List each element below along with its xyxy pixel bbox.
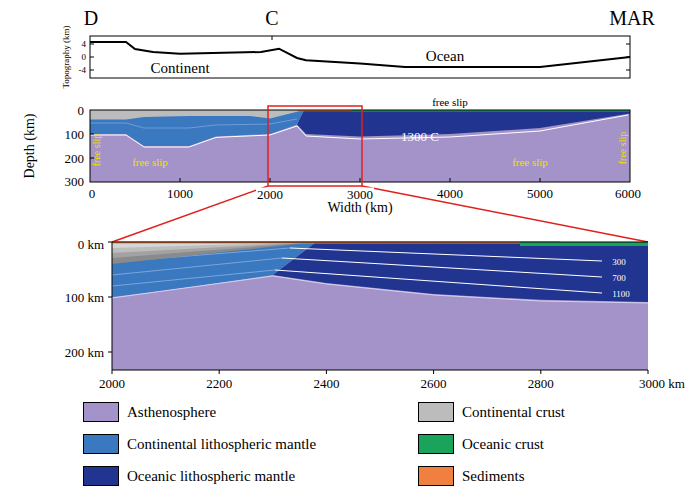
legend-row: Asthenosphere [83, 402, 216, 422]
tick-label: 100 km [65, 291, 104, 304]
isotherm-label: 1300 C [401, 130, 439, 143]
legend-text: Continental crust [462, 404, 565, 421]
axis-title: Depth (km) [23, 114, 37, 179]
legend-swatch [418, 434, 454, 454]
tick-label: 2800 [528, 377, 554, 390]
tick-label: 300 [65, 175, 85, 188]
isotherm-label: 700 [612, 274, 626, 283]
legend-text: Asthenosphere [127, 404, 216, 421]
legend-row: Oceanic lithospheric mantle [83, 466, 295, 486]
legend-text: Oceanic crust [462, 436, 544, 453]
tick-label: 1000 [166, 187, 194, 200]
tick-label: 2600 [421, 377, 447, 390]
tick-label: 2400 [313, 377, 339, 390]
tick-label: 5000 [526, 187, 554, 200]
legend-text: Sediments [462, 468, 525, 485]
boundary-label: free slip [432, 97, 468, 108]
section-letter: MAR [609, 8, 655, 28]
legend-swatch [83, 466, 119, 486]
isotherm-label: 300 [612, 258, 626, 267]
legend-text: Continental lithospheric mantle [127, 436, 316, 453]
tick-label: 0 [78, 104, 85, 117]
boundary-label: free slip [92, 134, 102, 167]
legend-swatch [418, 402, 454, 422]
legend-row: Continental crust [418, 402, 565, 422]
tick-label: 2000 [256, 188, 284, 201]
tick-label: 3000 km [639, 377, 685, 390]
axis-title: Width (km) [326, 201, 393, 215]
legend-swatch [418, 466, 454, 486]
tick-label: 3000 [346, 188, 374, 201]
tick-label: 0 [82, 53, 87, 62]
tick-label: 2000 [99, 377, 125, 390]
section-letter: D [84, 8, 98, 28]
legend-row: Sediments [418, 466, 525, 486]
section-letter: C [265, 8, 278, 28]
tick-label: 2200 [206, 377, 232, 390]
tick-label: 0 km [78, 238, 104, 251]
boundary-label: free slip [512, 157, 548, 168]
region-label: Continent [150, 61, 209, 76]
tick-label: -4 [79, 66, 87, 75]
tick-label: 100 [65, 128, 85, 141]
legend-swatch [83, 402, 119, 422]
legend-swatch [83, 434, 119, 454]
region-label: Ocean [426, 49, 464, 64]
tick-label: 200 [65, 152, 85, 165]
legend-row: Oceanic crust [418, 434, 544, 454]
boundary-label: free slip [618, 132, 628, 165]
isotherm-label: 1100 [612, 290, 630, 299]
legend-text: Oceanic lithospheric mantle [127, 468, 295, 485]
tick-label: 4000 [436, 187, 464, 200]
tick-label: 200 km [65, 346, 104, 359]
tick-label: 4 [82, 40, 87, 49]
boundary-label: free slip [132, 157, 168, 168]
legend-row: Continental lithospheric mantle [83, 434, 316, 454]
tick-label: 0 [88, 187, 97, 200]
axis-title: Topography (km) [62, 25, 71, 88]
tick-label: 6000 [614, 187, 642, 200]
